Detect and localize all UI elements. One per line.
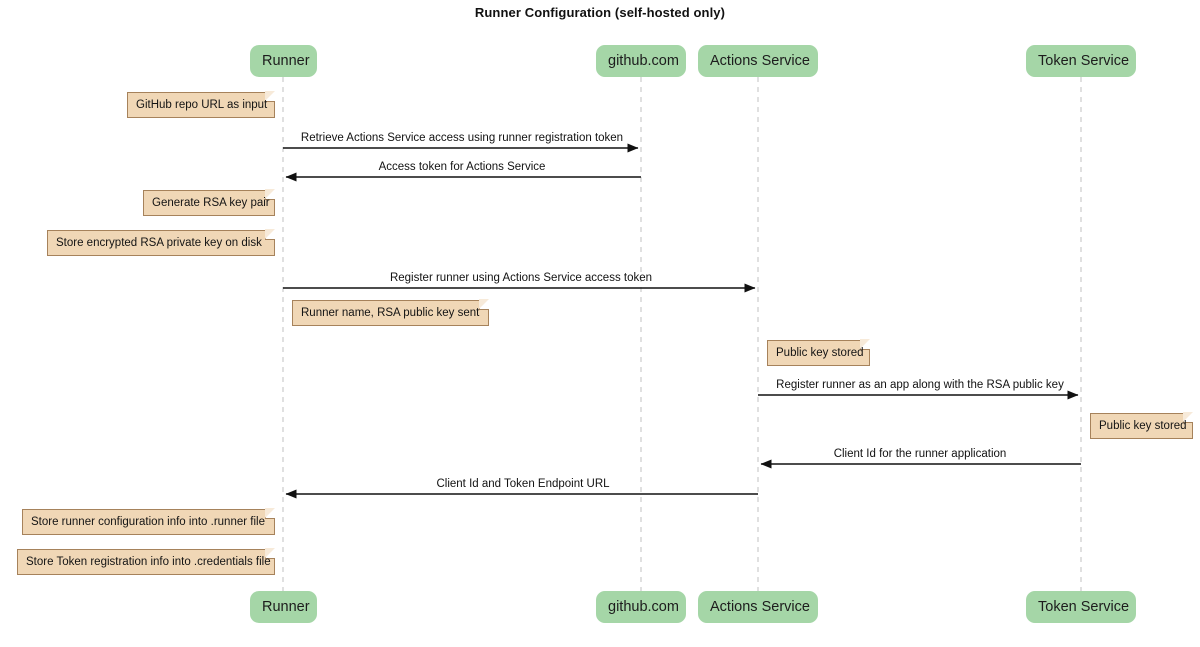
note-fold-corner-icon — [265, 229, 275, 240]
message-label-retrieve-actions-access: Retrieve Actions Service access using ru… — [300, 132, 624, 144]
participant-github-top[interactable]: github.com — [596, 45, 686, 77]
participant-actions-top[interactable]: Actions Service — [698, 45, 818, 77]
note-public-key-stored-token: Public key stored — [1090, 412, 1193, 439]
note-fold-corner-icon — [265, 548, 275, 559]
message-label-access-token: Access token for Actions Service — [378, 161, 546, 173]
note-fold-corner-icon — [265, 189, 275, 200]
participant-label: Actions Service — [710, 599, 810, 615]
note-text: Runner name, RSA public key sent — [301, 307, 480, 319]
message-label-client-id-endpoint: Client Id and Token Endpoint URL — [436, 478, 610, 490]
participant-label: Token Service — [1038, 599, 1130, 615]
note-fold-corner-icon — [265, 508, 275, 519]
participant-token-bottom[interactable]: Token Service — [1026, 591, 1136, 623]
participant-runner-bottom[interactable]: Runner — [250, 591, 317, 623]
note-text: GitHub repo URL as input — [136, 99, 268, 111]
note-store-runner-configuration: Store runner configuration info into .ru… — [22, 508, 275, 535]
note-store-token-registration: Store Token registration info into .cred… — [17, 548, 275, 575]
note-fold-corner-icon — [265, 91, 275, 102]
participant-token-top[interactable]: Token Service — [1026, 45, 1136, 77]
participant-label: Runner — [262, 599, 310, 615]
note-text: Store Token registration info into .cred… — [26, 556, 271, 568]
participant-github-bottom[interactable]: github.com — [596, 591, 686, 623]
note-runner-name-rsa-public-key-sent: Runner name, RSA public key sent — [292, 299, 489, 326]
participant-runner-top[interactable]: Runner — [250, 45, 317, 77]
page-title: Runner Configuration (self-hosted only) — [474, 5, 726, 20]
note-text: Public key stored — [1099, 420, 1187, 432]
participant-label: github.com — [608, 599, 679, 615]
note-store-encrypted-rsa-private-key: Store encrypted RSA private key on disk — [47, 229, 275, 256]
note-text: Store encrypted RSA private key on disk — [56, 237, 262, 249]
note-text: Generate RSA key pair — [152, 197, 270, 209]
message-arrows — [283, 143, 1081, 499]
message-label-register-runner: Register runner using Actions Service ac… — [389, 272, 653, 284]
lifelines — [282, 77, 1082, 592]
participant-actions-bottom[interactable]: Actions Service — [698, 591, 818, 623]
participant-label: Token Service — [1038, 53, 1130, 69]
note-fold-corner-icon — [479, 299, 489, 310]
note-text: Public key stored — [776, 347, 864, 359]
note-text: Store runner configuration info into .ru… — [31, 516, 265, 528]
participant-label: Actions Service — [710, 53, 810, 69]
note-public-key-stored-actions: Public key stored — [767, 339, 870, 366]
message-label-client-id: Client Id for the runner application — [833, 448, 1007, 460]
note-github-repo-url: GitHub repo URL as input — [127, 91, 275, 118]
participant-label: github.com — [608, 53, 679, 69]
note-fold-corner-icon — [860, 339, 870, 350]
note-fold-corner-icon — [1183, 412, 1193, 423]
participant-label: Runner — [262, 53, 310, 69]
message-label-register-app: Register runner as an app along with the… — [776, 379, 1064, 391]
note-generate-rsa-key-pair: Generate RSA key pair — [143, 189, 275, 216]
